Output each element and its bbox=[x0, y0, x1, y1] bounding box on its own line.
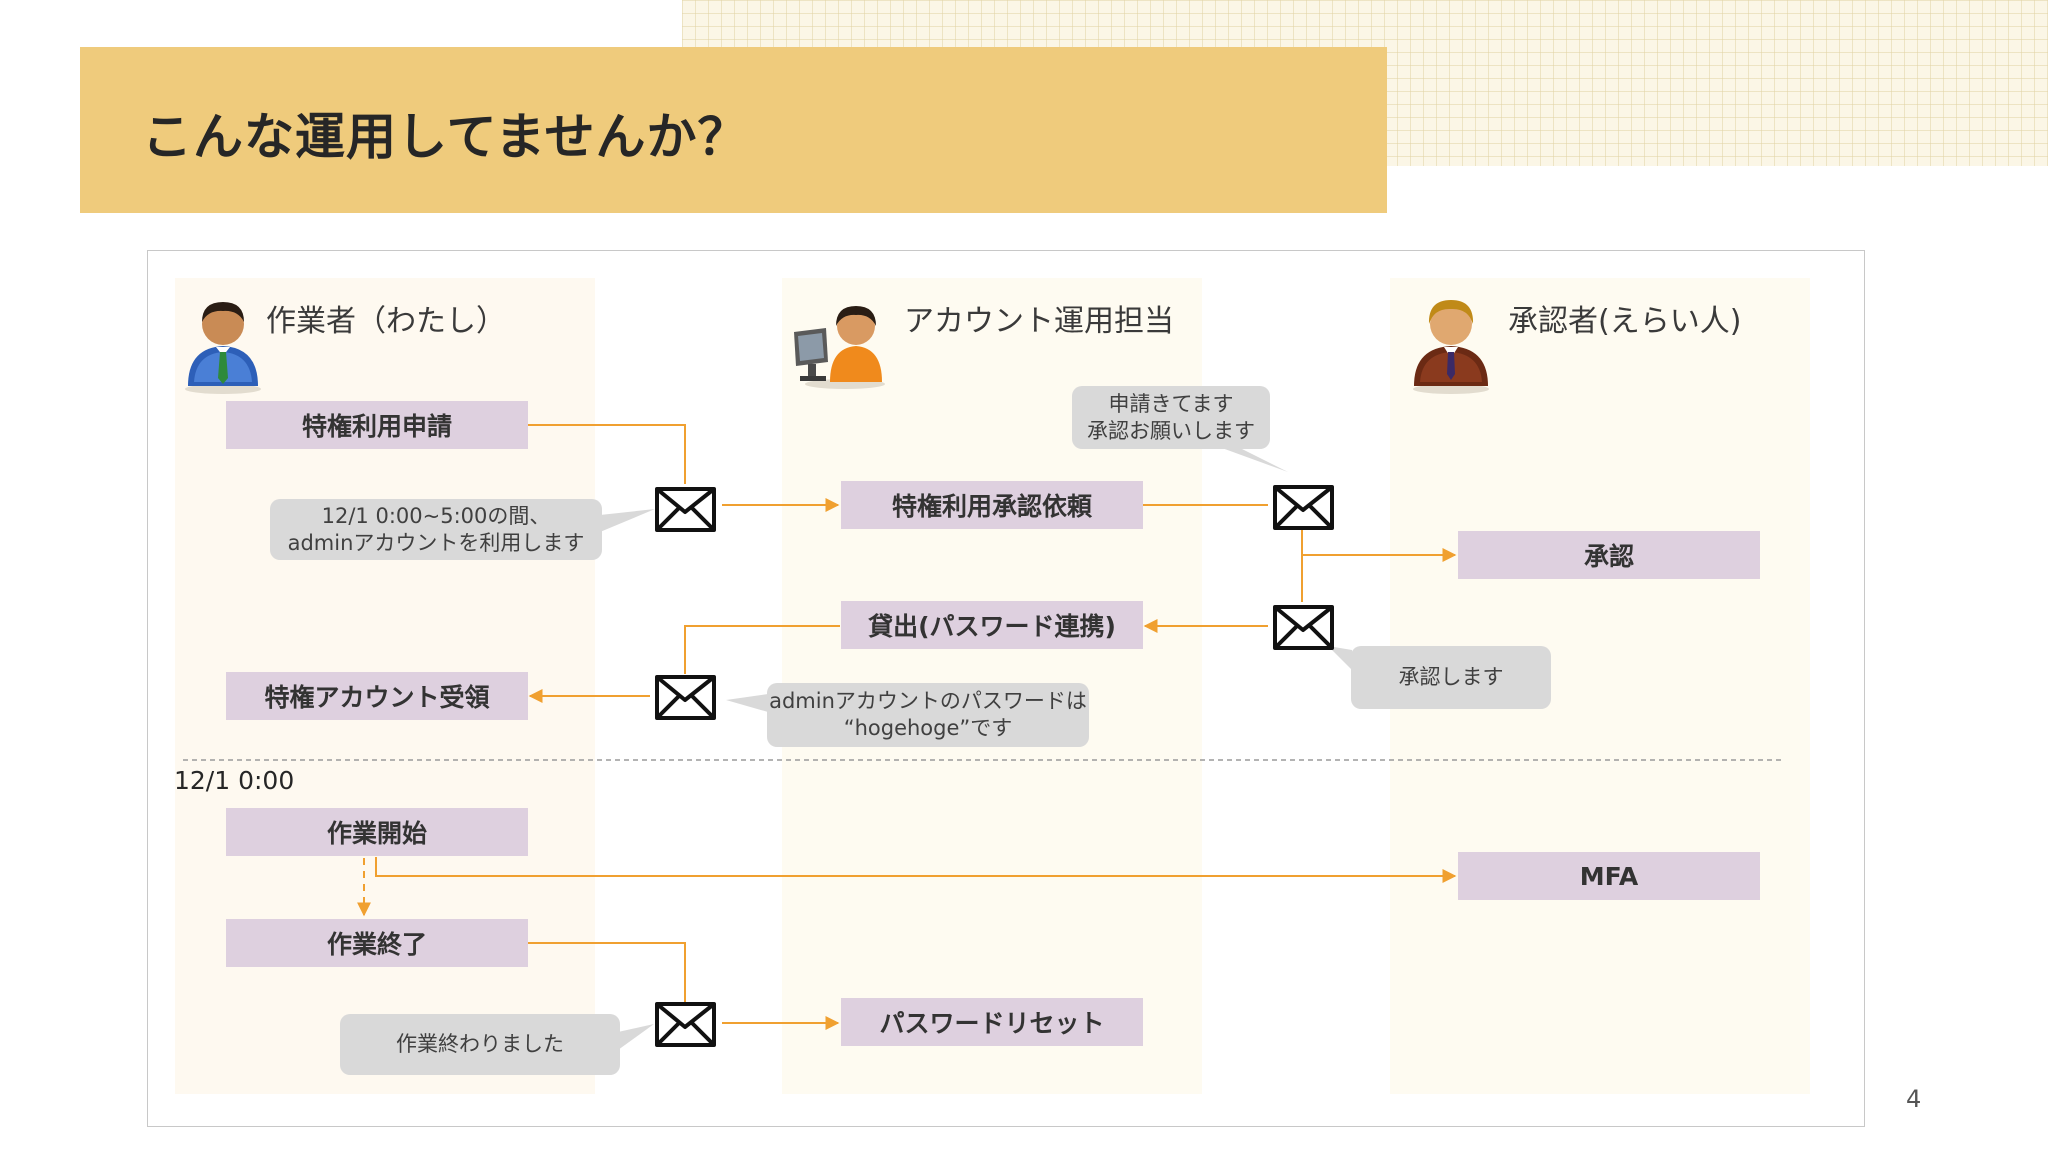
bubble-line: adminアカウントを利用します bbox=[287, 530, 585, 555]
time-label: 12/1 0:00 bbox=[174, 766, 295, 795]
envelope-icon bbox=[1273, 485, 1334, 530]
bubble-line: 作業終わりました bbox=[396, 1032, 564, 1056]
bubble-tail-usage bbox=[600, 509, 655, 532]
lane-title-account-ops: アカウント運用担当 bbox=[904, 304, 1174, 339]
connector-start-to-mfa bbox=[375, 857, 1457, 883]
envelope-icon bbox=[655, 1002, 716, 1047]
connector-end-to-mail bbox=[528, 942, 686, 1002]
bubble-tail-done bbox=[618, 1024, 654, 1050]
box-work-start: 作業開始 bbox=[226, 808, 528, 856]
bubble-usage-period: 12/1 0:00~5:00の間、 adminアカウントを利用します bbox=[270, 499, 602, 560]
person-brown-suit-icon bbox=[1413, 300, 1489, 394]
diagram-frame bbox=[147, 250, 1865, 1127]
box-approval-request: 特権利用承認依頼 bbox=[841, 481, 1143, 529]
page-number: 4 bbox=[1906, 1085, 1922, 1113]
box-mfa: MFA bbox=[1458, 852, 1760, 900]
connector-mail-to-approve bbox=[1301, 530, 1457, 562]
bubble-done: 作業終わりました bbox=[340, 1014, 620, 1075]
person-green-tie-icon bbox=[185, 302, 261, 394]
bubble-line: 申請きてます bbox=[1108, 391, 1234, 416]
bubble-tail-approved bbox=[1328, 646, 1352, 670]
bubble-approved: 承認します bbox=[1351, 646, 1551, 709]
connector-lend-to-mail bbox=[684, 625, 840, 674]
bubble-tail-applied bbox=[1222, 448, 1288, 472]
slide-title: こんな運用してませんか？ bbox=[142, 108, 749, 166]
bubble-applied: 申請きてます 承認お願いします bbox=[1072, 386, 1270, 449]
box-lend-password: 貸出(パスワード連携) bbox=[841, 601, 1143, 649]
lane-title-worker: 作業者（わたし） bbox=[266, 304, 506, 339]
box-approve: 承認 bbox=[1458, 531, 1760, 579]
envelope-icon bbox=[655, 487, 716, 532]
box-privilege-request: 特権利用申請 bbox=[226, 401, 528, 449]
envelope-icon bbox=[655, 675, 716, 720]
bubble-line: “hogehoge”です bbox=[843, 716, 1013, 740]
bubble-password: adminアカウントのパスワードは “hogehoge”です bbox=[767, 683, 1089, 747]
bubble-line: 12/1 0:00~5:00の間、 bbox=[321, 503, 551, 528]
bubble-line: 承認お願いします bbox=[1087, 418, 1255, 443]
person-at-computer-icon bbox=[794, 306, 885, 389]
connector-request-to-mail bbox=[528, 424, 686, 484]
box-receive-account: 特権アカウント受領 bbox=[226, 672, 528, 720]
title-bar: こんな運用してませんか？ bbox=[80, 47, 1387, 213]
box-password-reset: パスワードリセット bbox=[841, 998, 1143, 1046]
bubble-line: 承認します bbox=[1398, 665, 1504, 689]
envelope-icon bbox=[1273, 605, 1334, 650]
box-work-end: 作業終了 bbox=[226, 919, 528, 967]
bubble-tail-password bbox=[726, 694, 768, 712]
bubble-line: adminアカウントのパスワードは bbox=[769, 689, 1087, 713]
lane-title-approver: 承認者(えらい人) bbox=[1508, 304, 1742, 339]
